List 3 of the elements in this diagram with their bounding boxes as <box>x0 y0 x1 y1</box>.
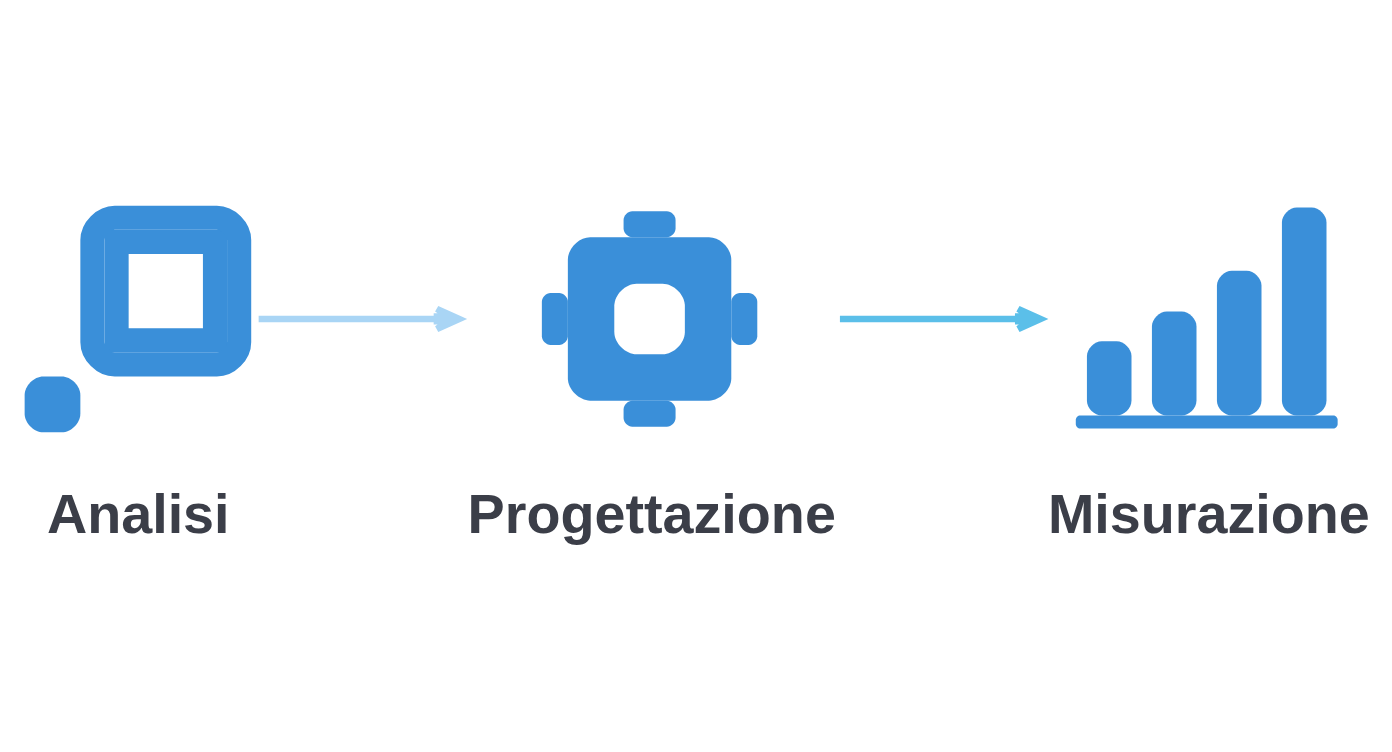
node-label: Misurazione <box>1047 482 1370 544</box>
node-label: Analisi <box>46 482 230 544</box>
node-label: Progettazione <box>467 482 836 544</box>
